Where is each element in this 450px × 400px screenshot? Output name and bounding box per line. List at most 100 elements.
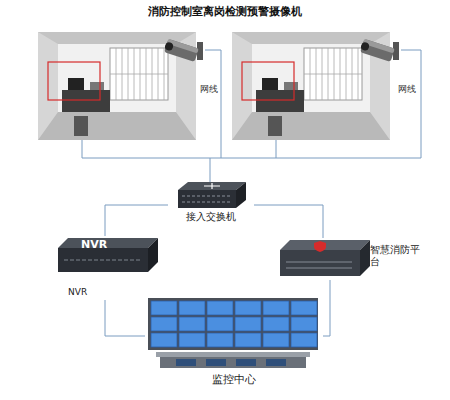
monitor-wall: [291, 301, 317, 315]
monitor-center-node: 监控中心: [145, 296, 323, 390]
fire-platform-device: [280, 240, 370, 276]
room-image: [304, 48, 362, 100]
monitor-wall: [266, 359, 286, 366]
connector: [105, 300, 145, 336]
camera-icon: [359, 39, 399, 63]
monitor-wall: [291, 317, 317, 331]
nvr-device: [64, 260, 140, 261]
diagram-title: 消防控制室离岗检测预警摄像机: [0, 5, 450, 18]
camera-wires: [82, 158, 421, 159]
room-image: [110, 48, 168, 100]
nvr-node: NVR NVR: [55, 236, 155, 300]
camera-icon: [360, 41, 370, 51]
switch-device: [178, 190, 236, 208]
fire-platform-device: [360, 240, 370, 276]
wire-label: 网线: [200, 84, 218, 95]
camera-icon: [360, 39, 395, 62]
camera-wires: [401, 50, 421, 158]
monitor-wall: [179, 317, 205, 331]
camera-wires: [210, 158, 211, 182]
camera-icon: [163, 39, 199, 63]
monitor-wall: [179, 333, 205, 347]
switch-device: [178, 182, 246, 208]
room-image: [38, 32, 196, 140]
room-image: [90, 82, 104, 90]
monitor-wall: [291, 333, 317, 347]
switch-device: [178, 182, 246, 190]
camera-icon: [359, 39, 395, 63]
connector: [323, 280, 330, 336]
room-image: [256, 90, 304, 112]
monitor-wall: [151, 333, 177, 347]
monitor-wall: [263, 333, 289, 347]
monitor-wall: [235, 301, 261, 315]
camera-wires: [276, 140, 277, 158]
node-label: 接入交换机: [168, 211, 254, 223]
monitor-wall: [235, 317, 261, 331]
room-image: [74, 116, 88, 136]
monitor-wall: [151, 317, 177, 331]
room-image: [304, 48, 362, 100]
monitor-wall: [151, 301, 177, 315]
node-label: 智慧消防平台: [370, 244, 422, 268]
connector-line: [254, 205, 323, 238]
room-image: [110, 48, 168, 100]
camera-icon: [163, 39, 203, 63]
switch-device: [182, 196, 232, 202]
room-image: [48, 62, 100, 100]
nvr-device: [58, 238, 158, 248]
device-text: NVR: [81, 238, 107, 251]
monitor-wall: [235, 333, 261, 347]
room-image: [232, 32, 390, 140]
room-image: [262, 78, 278, 90]
fire-platform-device: [314, 241, 326, 252]
camera-icon: [164, 39, 199, 62]
connector: [254, 205, 323, 238]
fire-platform-device: [286, 262, 352, 268]
switch-device: [236, 182, 246, 208]
room-image: [58, 44, 176, 112]
room-image: [268, 116, 282, 136]
connector-line: [105, 300, 145, 336]
monitor-wall: [148, 298, 318, 368]
node-label: NVR: [68, 287, 87, 298]
monitor-wall: [160, 357, 306, 368]
monitor-wall: [207, 301, 233, 315]
monitor-wall: [236, 359, 256, 366]
nvr-device: [148, 238, 158, 272]
platform-node: 智慧消防平台: [276, 238, 424, 280]
monitor-wall: [207, 317, 233, 331]
nvr-device: [58, 248, 148, 272]
room-image: [62, 90, 110, 112]
connector-line: [323, 280, 330, 336]
node-label: 监控中心: [145, 373, 323, 386]
monitor-wall: [151, 301, 317, 347]
camera-wires: [82, 140, 83, 158]
monitor-wall: [206, 359, 226, 366]
room-image: [232, 112, 390, 140]
room-image: [38, 32, 196, 140]
room-image: [68, 78, 84, 90]
switch-device: [204, 183, 220, 189]
wire-label: 网线: [398, 84, 416, 95]
monitor-wall: [207, 333, 233, 347]
room-image: [38, 112, 196, 140]
camera-icon: [164, 41, 174, 51]
monitor-wall: [263, 301, 289, 315]
monitor-wall: [179, 301, 205, 315]
fire-platform-device: [280, 250, 360, 276]
monitor-wall: [263, 317, 289, 331]
monitor-wall: [176, 359, 196, 366]
connector: [105, 205, 168, 236]
switch-node: 接入交换机: [168, 180, 254, 226]
monitor-wall: [148, 298, 318, 350]
nvr-device: [58, 238, 158, 272]
room-image: [232, 32, 390, 140]
monitor-wall: [156, 352, 310, 357]
camera-wires: [205, 50, 221, 158]
room-image: [284, 82, 298, 90]
room-image: [252, 44, 370, 112]
